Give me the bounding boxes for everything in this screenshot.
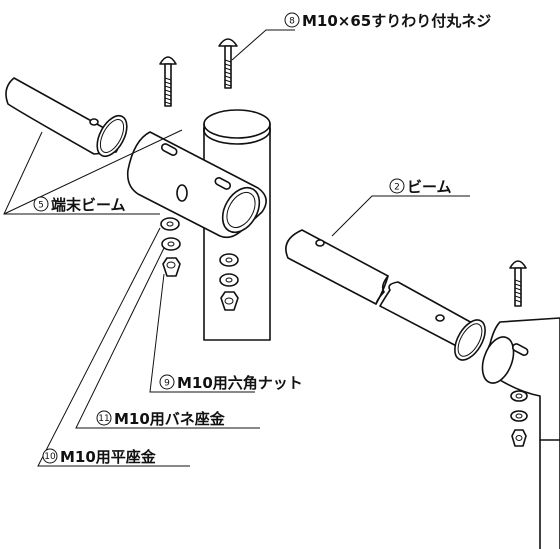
svg-text:端末ビーム: 端末ビーム xyxy=(51,196,126,214)
svg-text:ビーム: ビーム xyxy=(407,178,452,196)
right-sleeve-part xyxy=(481,317,560,549)
callout-5: 5 端末ビーム xyxy=(33,196,126,214)
svg-text:10: 10 xyxy=(44,452,56,462)
svg-text:2: 2 xyxy=(394,183,400,193)
callout-8: 8 M10×65すりわり付丸ネジ xyxy=(284,12,491,30)
svg-text:M10用六角ナット: M10用六角ナット xyxy=(177,374,303,392)
bolt-part-3 xyxy=(509,260,527,307)
svg-text:M10用平座金: M10用平座金 xyxy=(60,448,157,466)
svg-text:M10×65すりわり付丸ネジ: M10×65すりわり付丸ネジ xyxy=(302,12,491,30)
fastener-stack-left xyxy=(160,217,181,277)
svg-text:9: 9 xyxy=(164,379,170,389)
svg-text:5: 5 xyxy=(38,201,44,211)
fastener-stack-right xyxy=(510,390,528,447)
bolt-part-2 xyxy=(218,38,238,89)
callout-11: 11 M10用バネ座金 xyxy=(96,410,226,428)
svg-text:8: 8 xyxy=(289,17,295,27)
fastener-stack-post xyxy=(219,253,239,311)
svg-text:11: 11 xyxy=(98,414,109,424)
sleeve-beam-part xyxy=(126,131,267,239)
beam-part xyxy=(285,229,486,361)
callout-9: 9 M10用六角ナット xyxy=(159,374,303,392)
callout-10: 10 M10用平座金 xyxy=(42,448,157,466)
leader-lines xyxy=(3,29,470,467)
svg-text:M10用バネ座金: M10用バネ座金 xyxy=(114,410,226,428)
bolt-part-1 xyxy=(159,56,177,107)
end-beam-part xyxy=(5,77,128,158)
callout-2: 2 ビーム xyxy=(389,178,452,196)
